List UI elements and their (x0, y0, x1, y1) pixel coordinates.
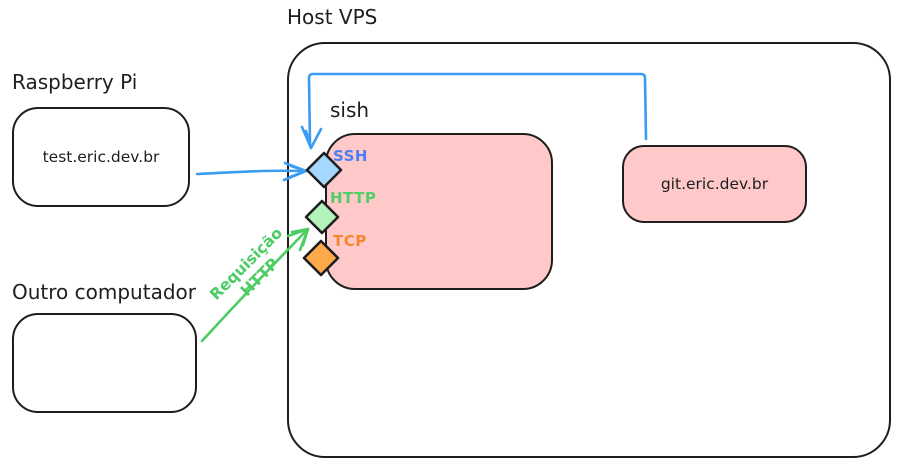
outro-computador-node (12, 313, 197, 413)
host-vps-title: Host VPS (287, 5, 378, 29)
raspberry-pi-hostname: test.eric.dev.br (42, 148, 160, 166)
tcp-port-label: TCP (333, 232, 367, 250)
raspberry-pi-title: Raspberry Pi (12, 70, 138, 94)
http-port-label: HTTP (330, 189, 377, 207)
sish-title: sish (330, 98, 370, 122)
raspberry-pi-node: test.eric.dev.br (12, 107, 190, 207)
outro-computador-title: Outro computador (12, 280, 196, 304)
git-hostname: git.eric.dev.br (660, 175, 769, 193)
ssh-port-label: SSH (333, 147, 368, 165)
git-node: git.eric.dev.br (622, 145, 807, 223)
sish-node (325, 133, 553, 290)
